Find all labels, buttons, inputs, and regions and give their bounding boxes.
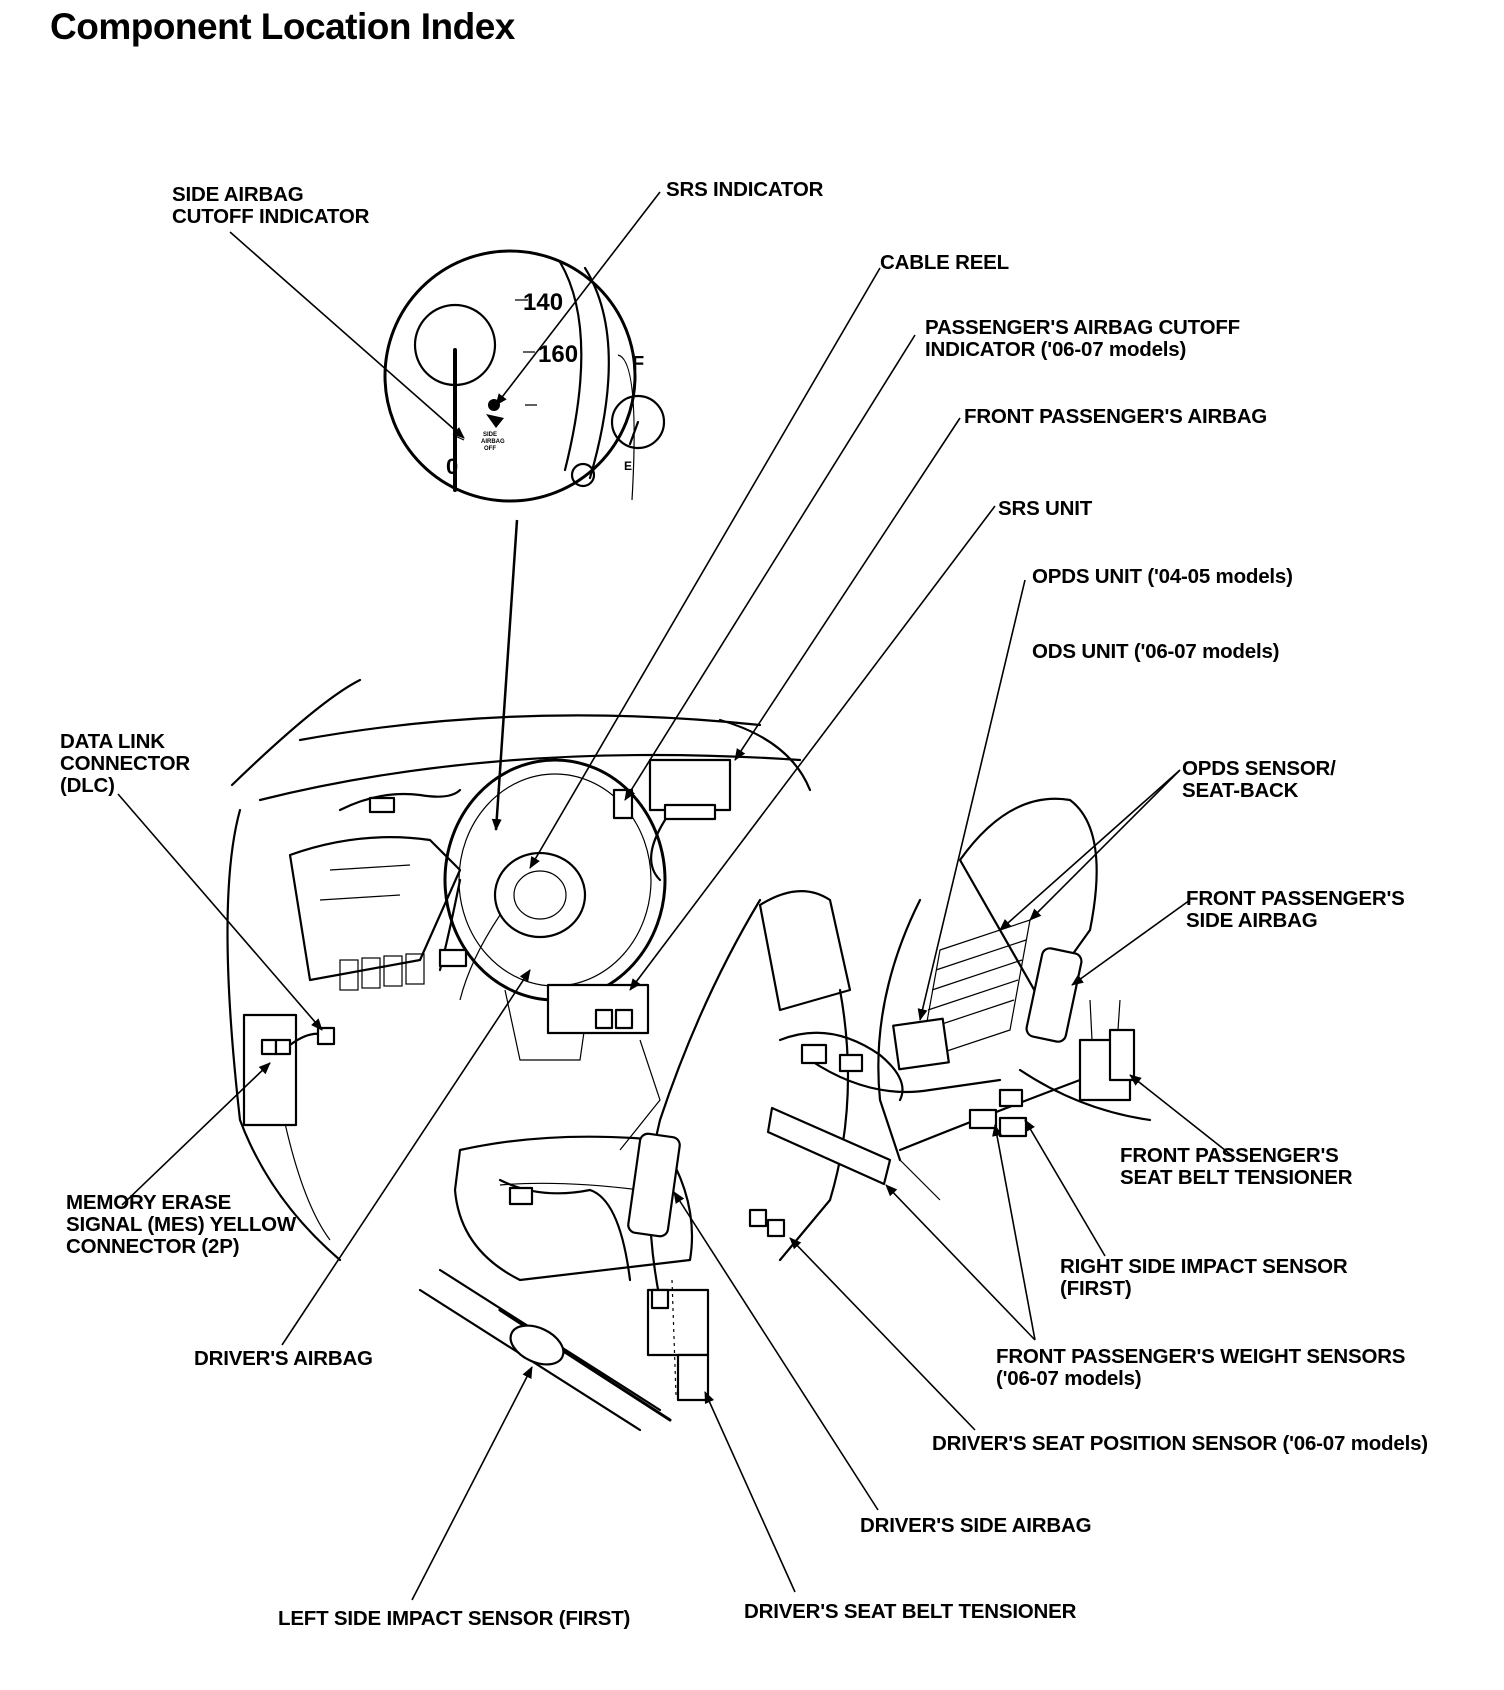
label-drivers-airbag: DRIVER'S AIRBAG [194,1347,373,1370]
label-front-passenger-side-airbag: FRONT PASSENGER'S SIDE AIRBAG [1186,887,1405,932]
label-drivers-seat-position-sensor: DRIVER'S SEAT POSITION SENSOR ('06-07 mo… [932,1432,1428,1455]
label-opds-sensor: OPDS SENSOR/ SEAT-BACK [1182,757,1336,802]
side-airbag-off-text-1: SIDE [483,432,497,438]
label-drivers-side-airbag: DRIVER'S SIDE AIRBAG [860,1514,1092,1537]
label-drivers-seat-belt-tensioner: DRIVER'S SEAT BELT TENSIONER [744,1600,1077,1623]
page-title: Component Location Index [50,6,515,47]
label-cable-reel: CABLE REEL [880,251,1009,274]
label-opds-unit: OPDS UNIT ('04-05 models) [1032,565,1293,588]
label-data-link-connector: DATA LINK CONNECTOR (DLC) [60,730,190,797]
label-srs-indicator: SRS INDICATOR [666,178,824,201]
label-right-side-impact-sensor: RIGHT SIDE IMPACT SENSOR (FIRST) [1060,1255,1348,1300]
magnifier-pointer [491,519,519,831]
label-memory-erase-signal: MEMORY ERASE SIGNAL (MES) YELLOW CONNECT… [66,1191,297,1258]
label-srs-unit: SRS UNIT [998,497,1093,520]
side-airbag-off-text-2: AIRBAG [481,439,505,445]
label-passenger-airbag-cutoff-indicator: PASSENGER'S AIRBAG CUTOFF INDICATOR ('06… [925,316,1240,361]
fuel-empty-label: E [624,459,632,473]
side-airbag-off-text-3: OFF [484,446,496,452]
label-front-passenger-seat-belt-tensioner: FRONT PASSENGER'S SEAT BELT TENSIONER [1120,1144,1353,1189]
label-ods-unit: ODS UNIT ('06-07 models) [1032,640,1280,663]
leader-lines [117,191,1236,1601]
fuel-full-label: F [632,353,644,375]
label-front-passenger-weight-sensors: FRONT PASSENGER'S WEIGHT SENSORS ('06-07… [996,1345,1406,1390]
label-front-passenger-airbag: FRONT PASSENGER'S AIRBAG [964,405,1268,428]
dial-140-label: 140 [523,289,563,316]
interior-drawing [226,678,1152,1432]
label-left-side-impact-sensor: LEFT SIDE IMPACT SENSOR (FIRST) [278,1607,631,1630]
dial-zero-label: 0 [446,454,458,479]
label-side-airbag-cutoff-indicator: SIDE AIRBAG CUTOFF INDICATOR [172,183,370,228]
dial-160-label: 160 [538,341,578,368]
cluster-magnifier: 140 160 0 F E SIDE AIRBAG OFF [383,249,666,503]
